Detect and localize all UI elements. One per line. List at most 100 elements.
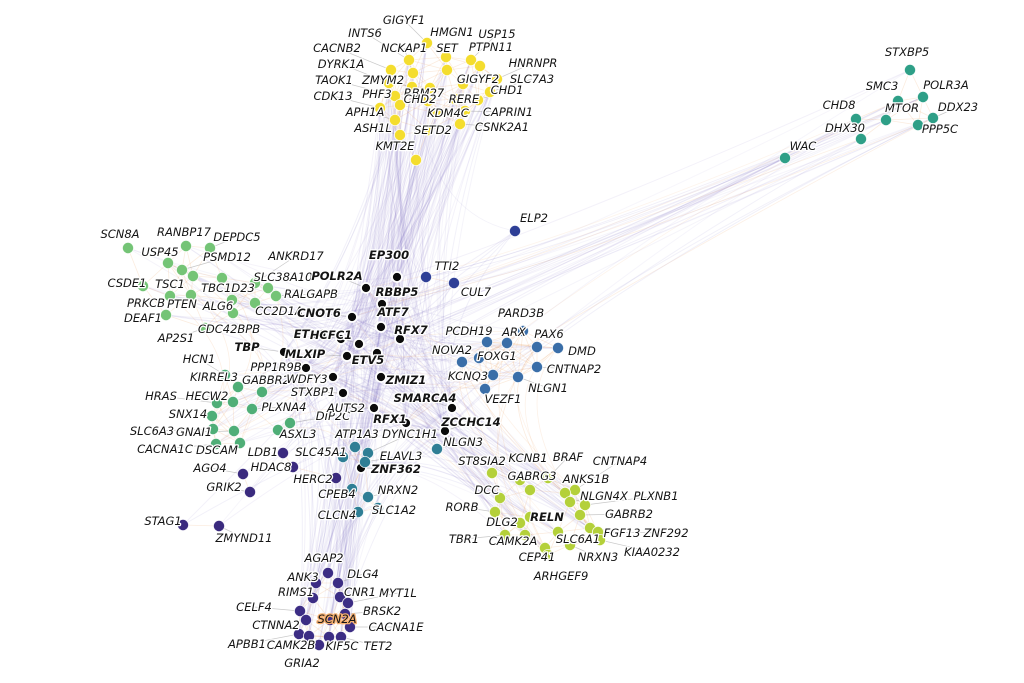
edge bbox=[181, 269, 223, 279]
label-TTI2: TTI2 bbox=[435, 259, 460, 273]
edge bbox=[216, 402, 362, 469]
node-POLR2A bbox=[360, 282, 372, 294]
edge bbox=[289, 303, 383, 424]
node-NOVA2 bbox=[455, 355, 468, 368]
label-CAPRIN1: CAPRIN1 bbox=[483, 105, 533, 119]
leader-line bbox=[364, 455, 402, 463]
edge bbox=[332, 376, 531, 491]
edge bbox=[209, 247, 342, 340]
edge bbox=[283, 351, 591, 529]
node-RERE bbox=[448, 93, 461, 106]
node-ASH1L bbox=[393, 128, 406, 141]
node-KIRREL3 bbox=[231, 380, 244, 393]
node-CTNNA2 bbox=[299, 614, 312, 627]
label-TBR1: TBR1 bbox=[449, 532, 479, 546]
edge bbox=[318, 392, 347, 646]
node-BRSK2 bbox=[338, 608, 351, 621]
leader-line bbox=[574, 460, 621, 491]
edge bbox=[360, 123, 461, 469]
edge bbox=[448, 78, 498, 409]
edge bbox=[399, 104, 438, 114]
node-CHD2 bbox=[421, 95, 434, 108]
edge bbox=[360, 98, 456, 469]
node-HECW2 bbox=[226, 395, 239, 408]
node-CPEB4 bbox=[345, 482, 358, 495]
node-BRAF bbox=[542, 471, 555, 484]
edge bbox=[221, 277, 353, 318]
edge bbox=[232, 312, 401, 340]
edge bbox=[351, 316, 549, 479]
edge bbox=[405, 422, 571, 503]
edge bbox=[283, 351, 312, 637]
label-ZMYND11: ZMYND11 bbox=[215, 531, 273, 545]
label-GRIA2: GRIA2 bbox=[284, 656, 319, 670]
label-DCC: DCC bbox=[475, 483, 500, 497]
edge bbox=[142, 285, 348, 357]
edge bbox=[346, 119, 396, 357]
edge bbox=[233, 427, 362, 469]
node-PTEN bbox=[184, 288, 197, 301]
node-TTI2 bbox=[419, 270, 432, 283]
label-HNRNPR: HNRNPR bbox=[509, 56, 558, 70]
edge bbox=[365, 95, 396, 289]
edge bbox=[305, 367, 494, 376]
edge bbox=[358, 107, 381, 345]
edge bbox=[376, 352, 546, 549]
edge bbox=[239, 376, 382, 444]
label-HERC2: HERC2 bbox=[293, 472, 332, 486]
edge bbox=[305, 276, 398, 621]
edge bbox=[329, 355, 348, 621]
label-DMD: DMD bbox=[568, 344, 596, 358]
label-CHD2: CHD2 bbox=[404, 92, 437, 106]
label-ARX: ARX bbox=[501, 325, 527, 339]
label-RERE: RERE bbox=[449, 92, 480, 106]
edge bbox=[182, 422, 407, 526]
edge bbox=[299, 407, 453, 612]
node-GRIA2 bbox=[312, 639, 325, 652]
node-ST8SIA2 bbox=[485, 466, 498, 479]
edge bbox=[365, 69, 911, 289]
edge bbox=[365, 99, 479, 289]
label-MYT1L: MYT1L bbox=[379, 586, 417, 600]
label-PLXNA4: PLXNA4 bbox=[261, 400, 306, 414]
node-NRXN3 bbox=[564, 539, 577, 552]
edge bbox=[498, 342, 549, 556]
edge bbox=[399, 99, 479, 340]
edge bbox=[299, 287, 367, 612]
edge bbox=[396, 98, 456, 278]
edge bbox=[387, 82, 427, 278]
edge bbox=[365, 287, 506, 536]
edge bbox=[327, 407, 453, 574]
node-HMGN1 bbox=[439, 51, 452, 64]
node-PHF3 bbox=[393, 99, 406, 112]
edge bbox=[380, 104, 401, 378]
edge bbox=[337, 303, 383, 584]
node-SMC3 bbox=[892, 95, 905, 108]
label-DSCAM: DSCAM bbox=[196, 443, 238, 457]
edge bbox=[453, 157, 786, 284]
edge bbox=[380, 326, 494, 376]
node-NCKAP1 bbox=[406, 67, 419, 80]
leader-line bbox=[181, 256, 228, 271]
edge bbox=[337, 338, 401, 584]
edge bbox=[312, 407, 375, 599]
edge bbox=[298, 506, 379, 635]
edge bbox=[305, 367, 351, 628]
edge bbox=[373, 159, 417, 409]
edge bbox=[283, 351, 521, 481]
node-CNR1 bbox=[333, 591, 346, 604]
edge bbox=[342, 87, 431, 394]
edge bbox=[261, 303, 383, 393]
edge bbox=[342, 330, 524, 394]
edge bbox=[400, 159, 417, 424]
edge bbox=[380, 376, 591, 529]
label-HMGN1: HMGN1 bbox=[430, 25, 473, 39]
edge bbox=[231, 299, 360, 345]
label-SLC38A10: SLC38A10 bbox=[254, 270, 313, 284]
edge bbox=[318, 376, 382, 646]
edge bbox=[305, 367, 591, 529]
label-GABBR2: GABBR2 bbox=[242, 373, 290, 387]
node-CACNA1E bbox=[343, 621, 356, 634]
edge bbox=[251, 295, 284, 410]
